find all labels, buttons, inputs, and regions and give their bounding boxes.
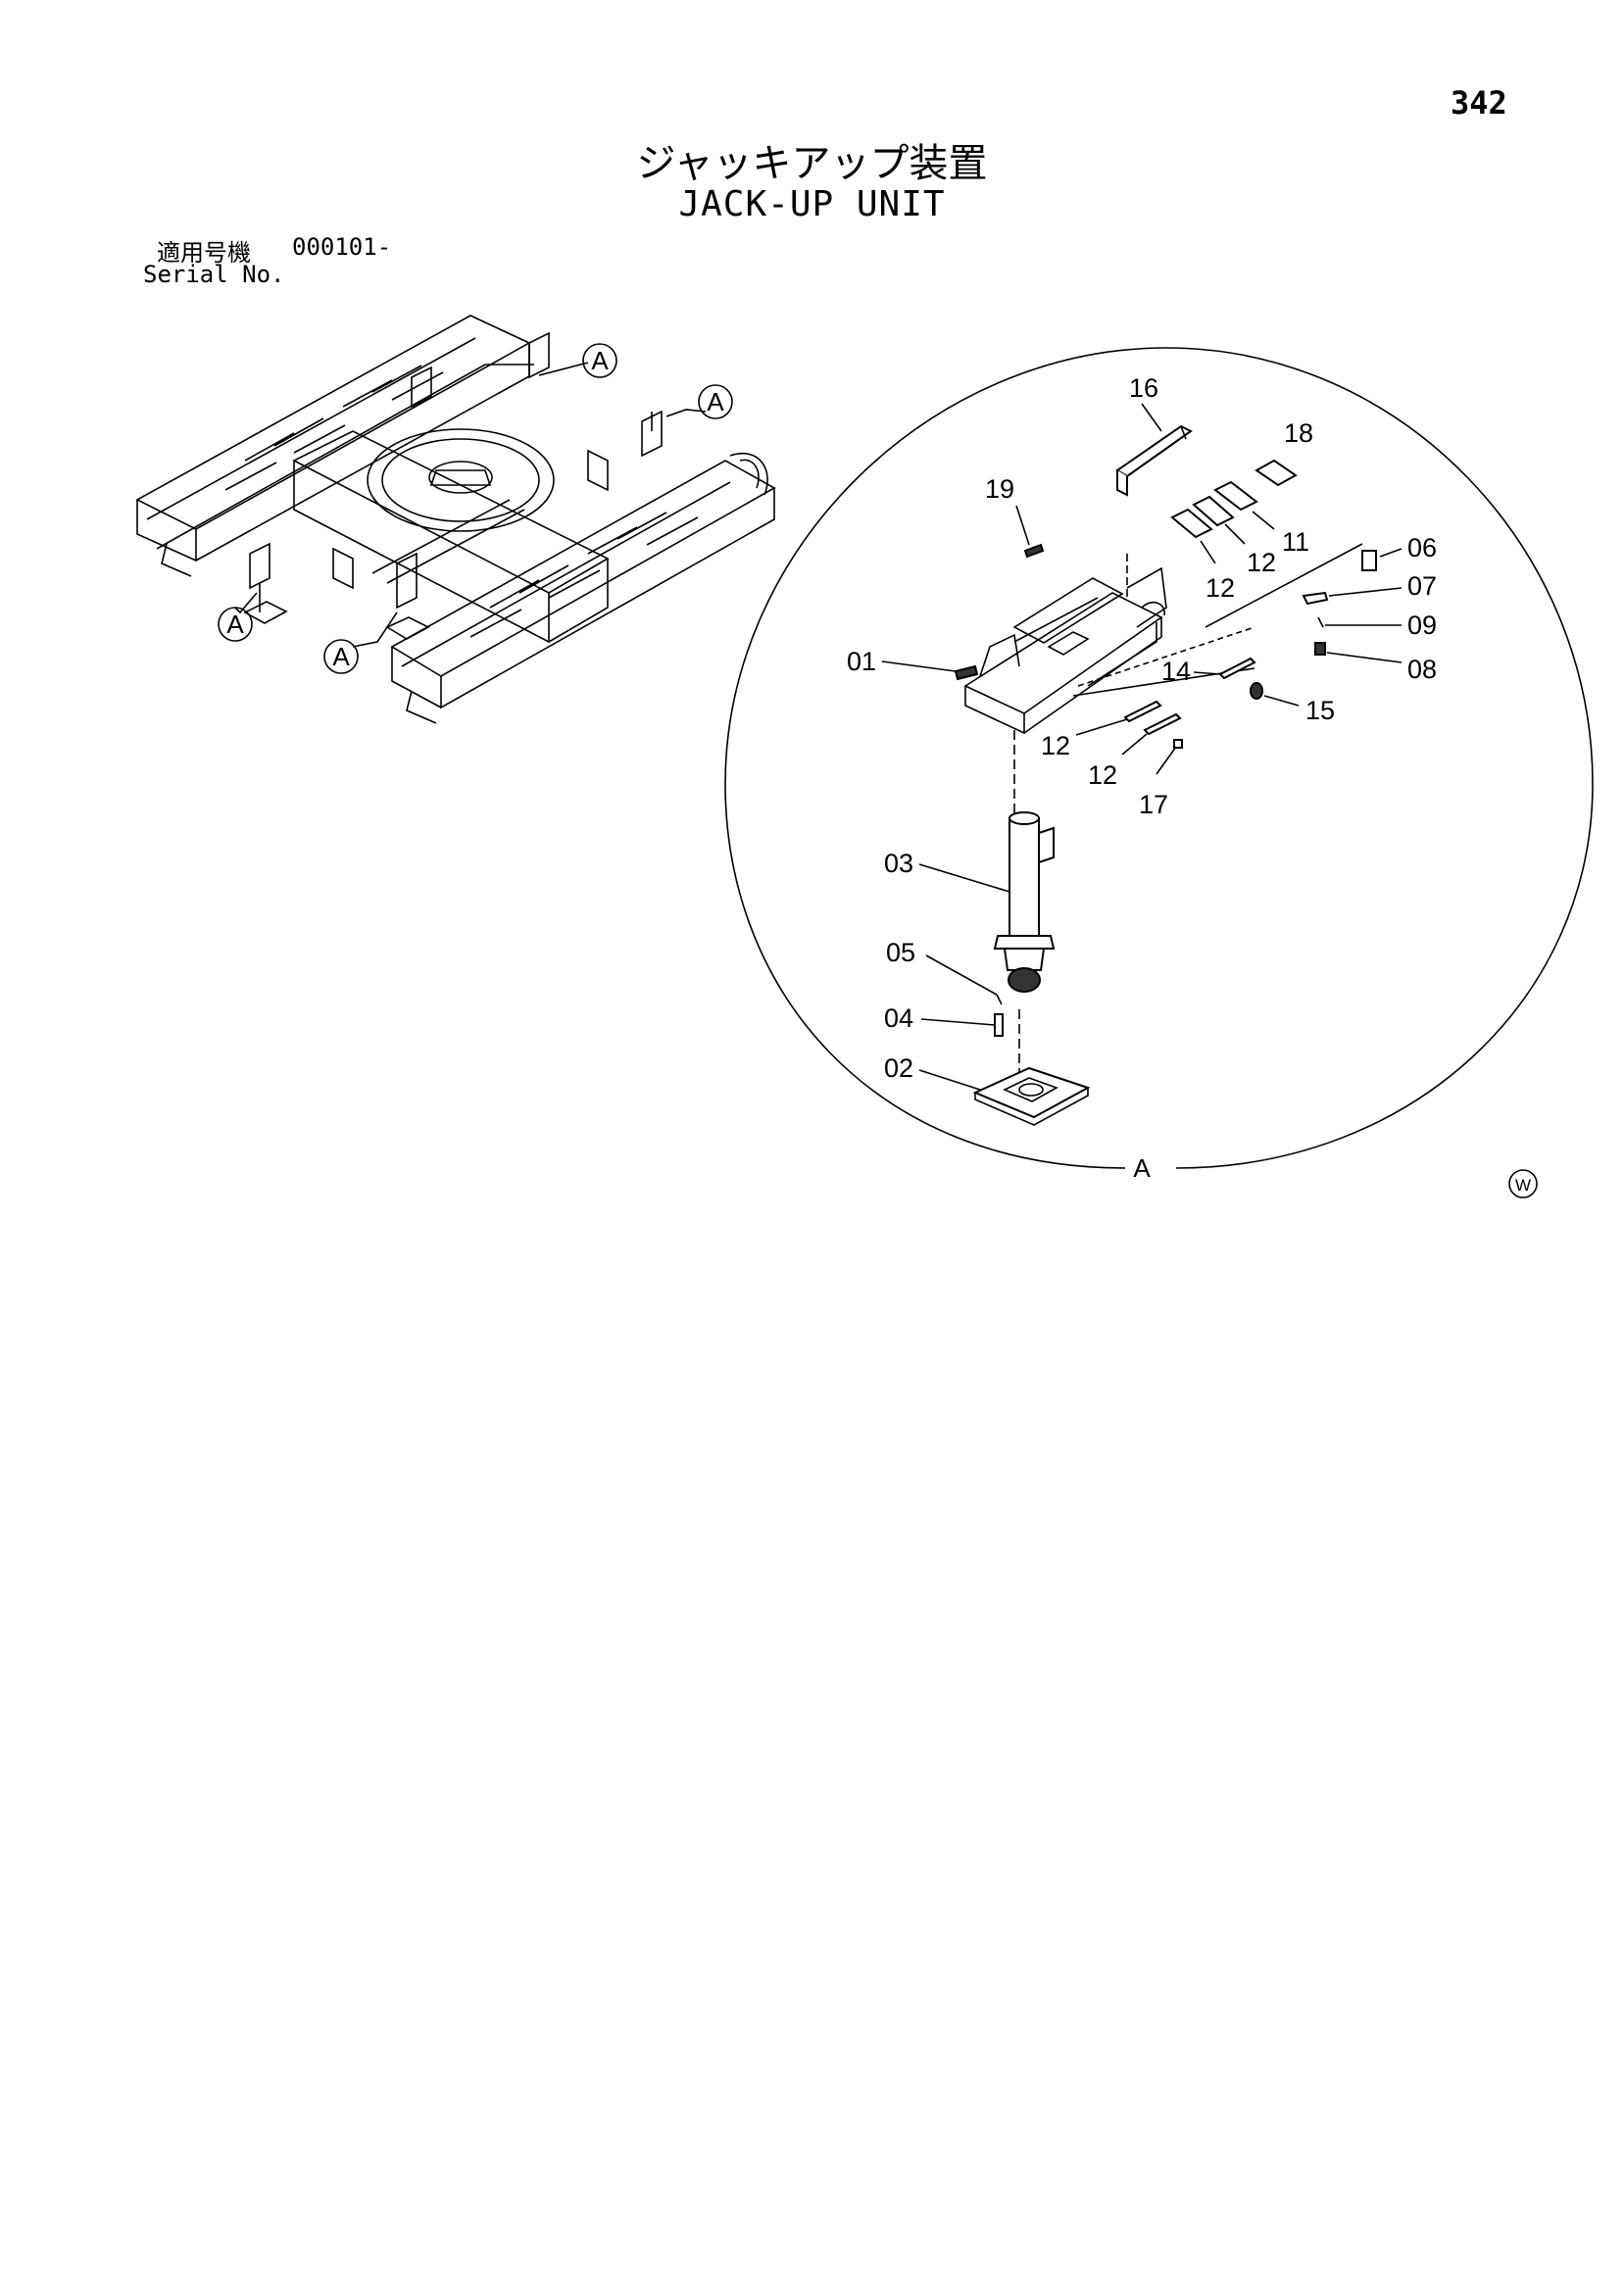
- part-04-bolt: [994, 1013, 1004, 1037]
- serial-label-japanese: 適用号機: [157, 239, 251, 267]
- callout-a-1: A: [538, 343, 617, 378]
- part-11-plate: [1213, 480, 1258, 512]
- jack-unit-rear-left: [411, 331, 550, 409]
- part-08-bolt: [1314, 642, 1326, 656]
- part-number-06: 06: [1407, 533, 1437, 562]
- label-02: 02: [884, 1053, 981, 1091]
- part-number-03: 03: [884, 849, 913, 878]
- part-19-bolt: [1023, 543, 1045, 559]
- label-12-e: 12: [1088, 733, 1148, 790]
- part-number-07: 07: [1407, 571, 1437, 601]
- callout-a-2: A: [665, 384, 733, 419]
- part-number-05: 05: [886, 938, 915, 967]
- part-14-pin: [1218, 657, 1256, 680]
- part-16-bar: [1115, 424, 1193, 497]
- part-number-02: 02: [884, 1053, 913, 1083]
- callout-a-3-label: A: [226, 610, 244, 639]
- label-19: 19: [985, 474, 1030, 546]
- serial-number-value: 000101-: [292, 233, 392, 261]
- jack-unit-front-left: [243, 542, 288, 624]
- label-16: 16: [1129, 373, 1162, 432]
- part-number-01: 01: [847, 647, 876, 676]
- serial-label-english: Serial No.: [143, 261, 285, 288]
- label-11: 11: [1252, 511, 1309, 557]
- detail-view-label: A: [1133, 1153, 1151, 1183]
- part-12-plates-lower: [1123, 700, 1182, 736]
- part-number-15: 15: [1305, 696, 1335, 725]
- part-number-14: 14: [1161, 657, 1191, 686]
- label-05: 05: [886, 938, 998, 996]
- callout-a-3: A: [218, 592, 258, 642]
- label-14: 14: [1161, 657, 1221, 686]
- part-number-12: 12: [1041, 731, 1070, 760]
- part-09-washer: [1317, 616, 1324, 628]
- callout-a-4-label: A: [332, 642, 350, 671]
- part-17-pin: [1173, 739, 1183, 749]
- label-15: 15: [1263, 695, 1335, 725]
- w-mark-letter: W: [1515, 1176, 1531, 1195]
- part-number-09: 09: [1407, 611, 1437, 640]
- part-number-16: 16: [1129, 373, 1158, 403]
- label-06: 06: [1379, 533, 1437, 562]
- page-number: 342: [1451, 84, 1507, 122]
- label-17: 17: [1139, 746, 1177, 819]
- label-09: 09: [1325, 611, 1437, 640]
- jack-unit-front-right: [385, 552, 430, 640]
- callout-a-1-label: A: [591, 346, 609, 375]
- label-12-d: 12: [1041, 718, 1128, 760]
- part-number-04: 04: [884, 1003, 913, 1033]
- label-07: 07: [1328, 571, 1437, 601]
- page-title-english: JACK-UP UNIT: [678, 184, 946, 224]
- jack-housing: [963, 566, 1167, 735]
- label-08: 08: [1326, 652, 1437, 684]
- part-number-17: 17: [1139, 790, 1168, 819]
- undercarriage-frame-drawing: [135, 315, 776, 724]
- part-01-bolt: [954, 664, 979, 681]
- part-number-19: 19: [985, 474, 1014, 504]
- label-04: 04: [884, 1003, 996, 1033]
- part-06-pin: [1361, 550, 1377, 571]
- part-number-11: 11: [1282, 527, 1309, 557]
- part-number-08: 08: [1407, 655, 1437, 684]
- part-number-12: 12: [1247, 548, 1276, 577]
- part-15-nut: [1250, 682, 1263, 700]
- part-18-plate: [1255, 459, 1298, 487]
- detail-view-circle: A: [724, 347, 1594, 1183]
- label-03: 03: [884, 849, 1010, 893]
- part-number-12: 12: [1088, 760, 1117, 790]
- part-07-plate: [1302, 591, 1329, 606]
- part-number-18: 18: [1284, 418, 1313, 448]
- guide-line-1: [1077, 626, 1255, 687]
- label-01: 01: [847, 647, 957, 676]
- part-02-base-plate: [972, 1066, 1091, 1126]
- label-18: 18: [1284, 418, 1313, 448]
- jack-unit-rear-right: [641, 410, 663, 458]
- part-05-pin: [996, 994, 1003, 1005]
- label-12-b: 12: [1200, 540, 1235, 603]
- guide-line-3: [1205, 543, 1363, 628]
- callout-a-4: A: [323, 611, 398, 674]
- page-title-japanese: ジャッキアップ装置: [636, 141, 988, 186]
- w-mark: W: [1508, 1169, 1538, 1198]
- callout-a-2-label: A: [707, 387, 724, 416]
- part-03-cylinder: [993, 811, 1056, 993]
- label-12-a: 12: [1224, 523, 1276, 577]
- part-12-plates-upper: [1170, 495, 1235, 539]
- part-number-12: 12: [1206, 573, 1235, 603]
